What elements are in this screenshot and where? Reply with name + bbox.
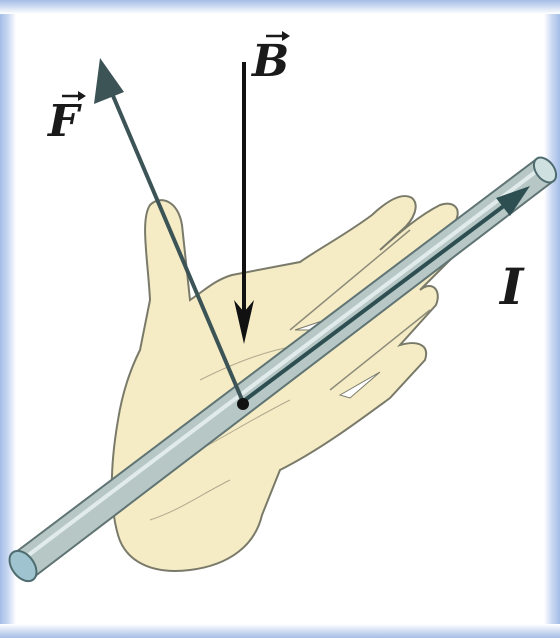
vector-marks xyxy=(62,31,290,101)
current-label: I xyxy=(500,257,524,316)
force-label: F xyxy=(48,96,80,147)
finger-line-1 xyxy=(289,229,411,331)
wire-conductor xyxy=(8,156,558,583)
current-arrow-shaft xyxy=(243,203,507,402)
finger-line-3 xyxy=(329,309,431,391)
wire-highlight xyxy=(20,165,544,562)
force-vector-mark-head xyxy=(78,91,86,101)
finger-gap-2 xyxy=(338,371,381,399)
frame-bottom-gradient xyxy=(0,624,560,638)
palm-crease-3 xyxy=(149,479,231,521)
wire-end-near xyxy=(8,549,38,583)
field-vector xyxy=(234,62,254,344)
wire-end-far xyxy=(532,156,558,184)
field-label: B xyxy=(252,36,290,87)
force-arrow-shaft xyxy=(106,83,245,403)
current-arrow-head xyxy=(496,186,530,216)
field-vector-mark-head xyxy=(282,31,290,41)
field-arrow-head xyxy=(234,300,254,344)
force-vector xyxy=(94,58,245,403)
application-point xyxy=(237,398,249,410)
frame-top-gradient xyxy=(0,0,560,14)
force-arrow-head xyxy=(94,58,124,104)
